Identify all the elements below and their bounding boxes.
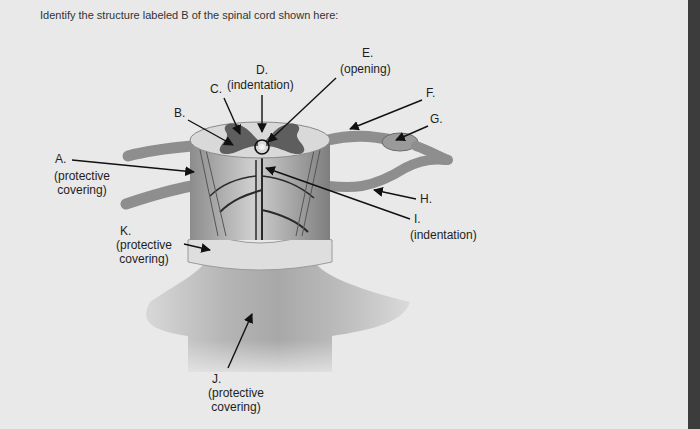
- central-canal: [259, 144, 265, 150]
- rootlets: [200, 150, 320, 236]
- gray-matter-left: [220, 123, 258, 154]
- anterior-vein: [255, 160, 257, 240]
- dorsal-root-left: [128, 146, 192, 156]
- callout-letter: C.: [210, 82, 222, 96]
- structure-hint: (protective covering): [106, 238, 182, 266]
- callout-letter: K.: [120, 224, 131, 238]
- callout-letter: H.: [420, 192, 432, 206]
- callout-letter: G.: [430, 112, 443, 126]
- edge-shadow: [688, 0, 700, 429]
- leader-g: [396, 126, 428, 140]
- callout-letter: D.: [256, 63, 268, 77]
- structure-hint: (indentation): [227, 78, 294, 92]
- structure-hint: (opening): [340, 62, 391, 76]
- callout-letter: B.: [174, 106, 185, 120]
- leader-f: [350, 100, 422, 129]
- leader-h: [374, 190, 416, 199]
- leader-d: [261, 95, 262, 132]
- callout-letter: E.: [362, 46, 373, 60]
- leader-b: [188, 120, 233, 145]
- callout-letter: J.: [212, 372, 221, 386]
- ventral-root-right: [328, 159, 446, 187]
- canal-highlight-circle: [255, 140, 269, 154]
- callout-letter: F.: [426, 86, 435, 100]
- leader-lines: [72, 78, 428, 368]
- white-matter: [190, 122, 330, 158]
- ventral-root-left: [126, 186, 192, 204]
- callout-letter: A.: [55, 152, 66, 166]
- branch: [210, 176, 256, 196]
- branch: [220, 190, 262, 212]
- leader-j: [228, 314, 252, 368]
- anterior-artery: [261, 158, 263, 240]
- blood-vessels: [210, 158, 314, 240]
- callout-letter: I.: [414, 212, 421, 226]
- leader-k: [184, 244, 210, 250]
- question-title: Identify the structure labeled B of the …: [40, 8, 338, 22]
- structure-hint: (protective covering): [44, 169, 120, 197]
- structure-hint: (indentation): [410, 228, 477, 242]
- arachnoid-band: [188, 237, 332, 270]
- leader-c: [224, 98, 240, 134]
- dura-fade: [140, 340, 420, 380]
- structure-hint: (protective covering): [198, 386, 274, 414]
- leader-i: [266, 168, 410, 219]
